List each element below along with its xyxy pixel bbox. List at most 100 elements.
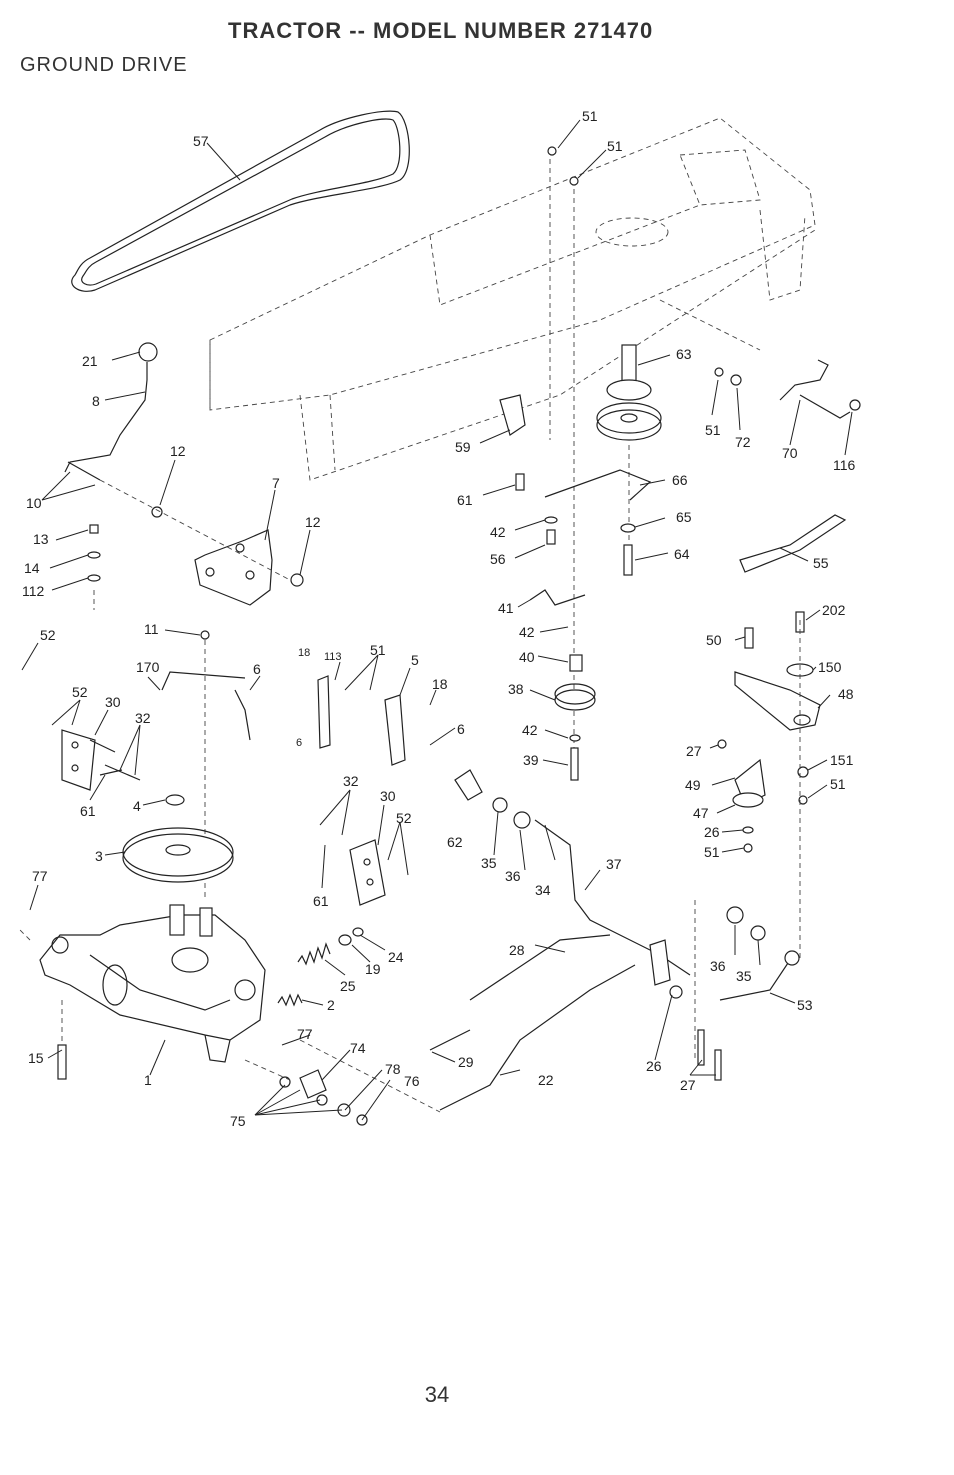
part-label: 28 bbox=[509, 942, 525, 958]
part-label: 18 bbox=[298, 647, 310, 659]
part-label: 75 bbox=[230, 1113, 246, 1129]
part-label: 51 bbox=[582, 108, 598, 124]
axle-hardware bbox=[244, 1039, 441, 1126]
part-label: 21 bbox=[82, 353, 98, 369]
part-label: 65 bbox=[676, 509, 692, 525]
part-label: 52 bbox=[72, 684, 88, 700]
part-label: 113 bbox=[324, 651, 342, 663]
part-label: 170 bbox=[136, 659, 160, 675]
part-label: 37 bbox=[606, 856, 622, 872]
part-label: 56 bbox=[490, 551, 506, 567]
part-label: 150 bbox=[818, 659, 842, 675]
part-label: 1 bbox=[144, 1072, 152, 1088]
part-label: 55 bbox=[813, 555, 829, 571]
part-label: 15 bbox=[28, 1050, 44, 1066]
part-label: 51 bbox=[705, 422, 721, 438]
part-label: 34 bbox=[535, 882, 551, 898]
part-label: 151 bbox=[830, 752, 854, 768]
center-pulley-stack bbox=[499, 150, 662, 781]
part-label: 25 bbox=[340, 978, 356, 994]
section-title: GROUND DRIVE bbox=[20, 54, 188, 76]
part-label: 10 bbox=[26, 495, 42, 511]
center-brackets bbox=[161, 671, 406, 906]
transaxle-1 bbox=[19, 904, 266, 1080]
part-labels: 57 51 51 21 8 12 7 10 13 14 112 12 52 11… bbox=[22, 108, 856, 1129]
part-label: 66 bbox=[672, 472, 688, 488]
part-label: 5 bbox=[411, 652, 419, 668]
part-label: 76 bbox=[404, 1073, 420, 1089]
part-label: 78 bbox=[385, 1061, 401, 1077]
linkage-rods bbox=[429, 769, 800, 1111]
part-label: 48 bbox=[838, 686, 854, 702]
part-label: 50 bbox=[706, 632, 722, 648]
part-label: 202 bbox=[822, 602, 846, 618]
part-label: 53 bbox=[797, 997, 813, 1013]
part-label: 42 bbox=[490, 524, 506, 540]
part-label: 112 bbox=[22, 583, 45, 599]
part-label: 42 bbox=[522, 722, 538, 738]
part-label: 22 bbox=[538, 1072, 554, 1088]
shift-lever bbox=[64, 342, 158, 481]
part-label: 18 bbox=[432, 676, 448, 692]
part-label: 61 bbox=[80, 803, 96, 819]
part-label: 30 bbox=[105, 694, 121, 710]
part-label: 4 bbox=[133, 798, 141, 814]
part-label: 6 bbox=[457, 721, 465, 737]
upper-right-hardware bbox=[547, 146, 861, 419]
bracket-30-left bbox=[61, 729, 141, 791]
part-label: 8 bbox=[92, 393, 100, 409]
part-label: 51 bbox=[370, 642, 386, 658]
part-label: 27 bbox=[686, 743, 702, 759]
part-label: 26 bbox=[646, 1058, 662, 1074]
part-label: 2 bbox=[327, 997, 335, 1013]
pulley-3 bbox=[122, 794, 234, 883]
part-label: 39 bbox=[523, 752, 539, 768]
part-label: 36 bbox=[505, 868, 521, 884]
part-label: 116 bbox=[833, 457, 856, 473]
part-label: 52 bbox=[40, 627, 56, 643]
part-label: 6 bbox=[253, 661, 261, 677]
part-label: 70 bbox=[782, 445, 798, 461]
part-label: 47 bbox=[693, 805, 709, 821]
chassis-frame bbox=[209, 117, 816, 481]
part-label: 51 bbox=[830, 776, 846, 792]
part-label: 77 bbox=[297, 1026, 313, 1042]
part-label: 62 bbox=[447, 834, 463, 850]
part-label: 7 bbox=[272, 475, 280, 491]
page-number: 34 bbox=[424, 1382, 450, 1407]
part-label: 27 bbox=[680, 1077, 696, 1093]
part-label: 32 bbox=[135, 710, 151, 726]
part-label: 11 bbox=[144, 621, 159, 637]
part-label: 30 bbox=[380, 788, 396, 804]
page-title: TRACTOR -- MODEL NUMBER 271470 bbox=[228, 18, 654, 43]
part-label: 63 bbox=[676, 346, 692, 362]
part-label: 41 bbox=[498, 600, 514, 616]
leader-lines bbox=[21, 119, 853, 1121]
part-label: 77 bbox=[32, 868, 48, 884]
part-label: 3 bbox=[95, 848, 103, 864]
part-label: 38 bbox=[508, 681, 524, 697]
part-label: 40 bbox=[519, 649, 535, 665]
part-label: 52 bbox=[396, 810, 412, 826]
part-label: 12 bbox=[305, 514, 321, 530]
part-label: 29 bbox=[458, 1054, 474, 1070]
part-label: 49 bbox=[685, 777, 701, 793]
part-label: 26 bbox=[704, 824, 720, 840]
part-label: 64 bbox=[674, 546, 690, 562]
part-label: 32 bbox=[343, 773, 359, 789]
part-label: 57 bbox=[193, 133, 209, 149]
part-label: 24 bbox=[388, 949, 404, 965]
part-label: 72 bbox=[735, 434, 751, 450]
part-label: 35 bbox=[736, 968, 752, 984]
part-label: 12 bbox=[170, 443, 186, 459]
part-label: 6 bbox=[296, 737, 302, 749]
part-label: 36 bbox=[710, 958, 726, 974]
part-label: 51 bbox=[607, 138, 623, 154]
part-label: 42 bbox=[519, 624, 535, 640]
part-label: 61 bbox=[457, 492, 473, 508]
part-label: 19 bbox=[365, 961, 381, 977]
part-label: 35 bbox=[481, 855, 497, 871]
springs bbox=[277, 927, 364, 1007]
part-label: 14 bbox=[24, 560, 40, 576]
